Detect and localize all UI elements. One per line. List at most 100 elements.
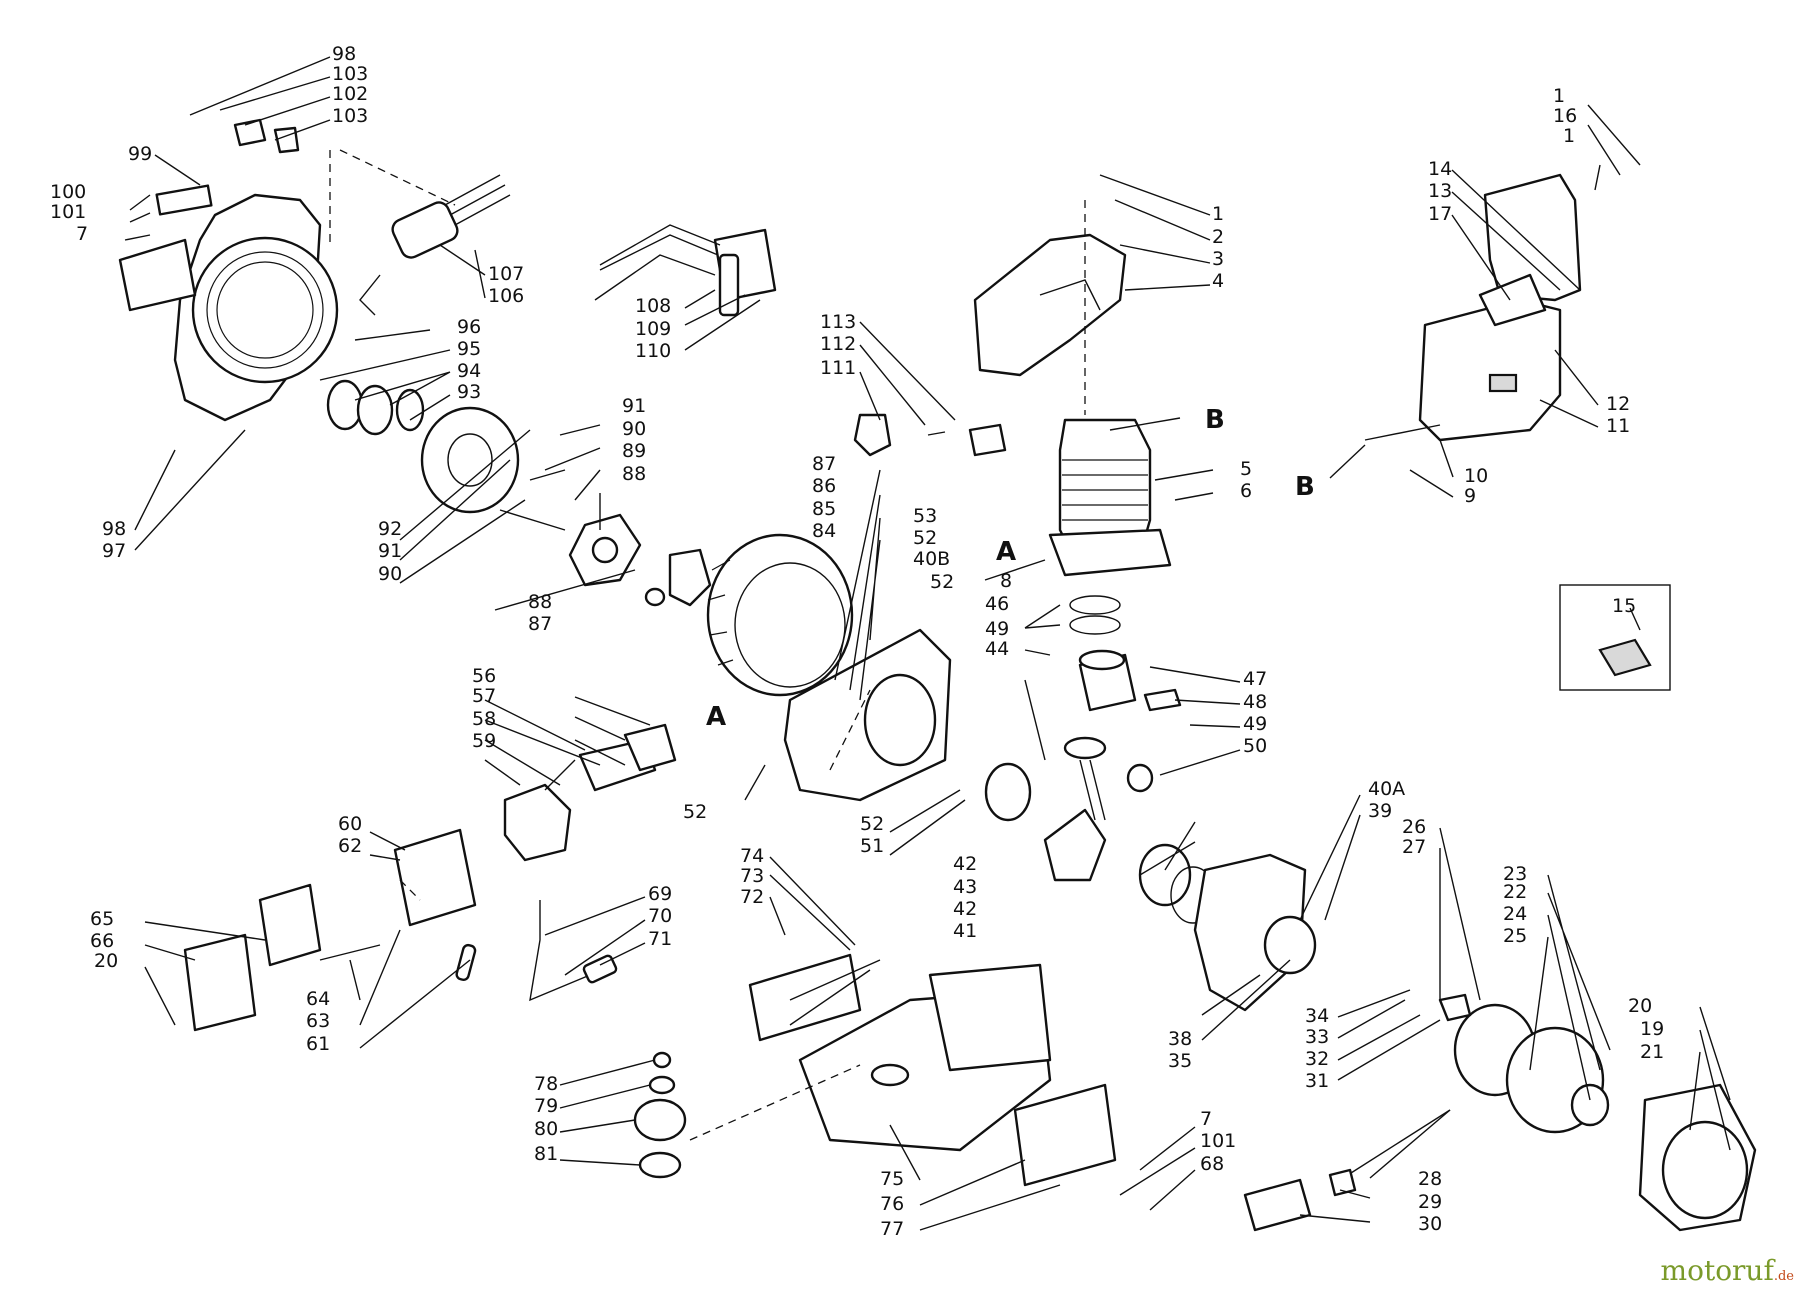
callout-112: 112: [820, 333, 856, 355]
callout-69: 69: [648, 883, 672, 905]
callout-100: 100: [50, 181, 86, 203]
callout-84: 84: [812, 520, 836, 542]
callout-2: 2: [1212, 226, 1224, 248]
carburetor: [503, 723, 677, 862]
callout-106: 106: [488, 285, 524, 307]
callout-34: 34: [1305, 1005, 1329, 1027]
callout-3: 3: [1212, 248, 1224, 270]
fan-housing: [118, 184, 339, 422]
callout-39: 39: [1368, 800, 1392, 822]
part-15-inset: [1559, 584, 1671, 691]
callout-42: 42: [953, 853, 977, 875]
callout-101: 101: [1200, 1130, 1236, 1152]
callout-6: 6: [1240, 480, 1252, 502]
cylinder-shroud: [973, 233, 1127, 377]
cylinder: [1048, 418, 1172, 577]
callout-79: 79: [534, 1095, 558, 1117]
crankshaft: [984, 736, 1216, 924]
callout-28: 28: [1418, 1168, 1442, 1190]
callout-26: 26: [1402, 816, 1426, 838]
callout-87: 87: [528, 613, 552, 635]
callout-81: 81: [534, 1143, 558, 1165]
callout-56: 56: [472, 665, 496, 687]
callout-25: 25: [1503, 925, 1527, 947]
callout-1: 1: [1553, 85, 1565, 107]
callout-53: 53: [913, 505, 937, 527]
callout-47: 47: [1243, 668, 1267, 690]
callout-14: 14: [1428, 158, 1452, 180]
callout-12: 12: [1606, 393, 1630, 415]
callout-27: 27: [1402, 836, 1426, 858]
callout-32: 32: [1305, 1048, 1329, 1070]
callout-108: 108: [635, 295, 671, 317]
callout-66: 66: [90, 930, 114, 952]
leader-lines: [124, 56, 1731, 1231]
callout-62: 62: [338, 835, 362, 857]
callout-labels: 9810310210399100101710710696959493989791…: [50, 43, 1664, 1240]
callout-4: 4: [1212, 270, 1224, 292]
callout-52: 52: [860, 813, 884, 835]
callout-109: 109: [635, 318, 671, 340]
callout-88: 88: [622, 463, 646, 485]
callout-16: 16: [1553, 105, 1577, 127]
callout-7: 7: [76, 223, 88, 245]
callout-24: 24: [1503, 903, 1527, 925]
fuel-cap-parts: [633, 1051, 687, 1179]
callout-73: 73: [740, 865, 764, 887]
callout-19: 19: [1640, 1018, 1664, 1040]
callout-71: 71: [648, 928, 672, 950]
piston-and-rings: [1069, 595, 1182, 793]
callout-30: 30: [1418, 1213, 1442, 1235]
callout-11: 11: [1606, 415, 1630, 437]
callout-95: 95: [457, 338, 481, 360]
callout-49: 49: [985, 618, 1009, 640]
callout-1: 1: [1563, 125, 1575, 147]
fuel-line: [529, 900, 618, 1002]
callout-51: 51: [860, 835, 884, 857]
watermark-tld: .de: [1773, 1269, 1794, 1284]
callout-52: 52: [930, 571, 954, 593]
callout-41: 41: [953, 920, 977, 942]
callout-63: 63: [306, 1010, 330, 1032]
callout-21: 21: [1640, 1041, 1664, 1063]
callout-42: 42: [953, 898, 977, 920]
callout-74: 74: [740, 845, 764, 867]
callout-85: 85: [812, 498, 836, 520]
callout-94: 94: [457, 360, 481, 382]
brackets-top: [233, 118, 300, 154]
section-marker-A: A: [996, 537, 1016, 567]
callout-15: 15: [1612, 595, 1636, 617]
callout-89: 89: [622, 440, 646, 462]
callout-43: 43: [953, 876, 977, 898]
callout-60: 60: [338, 813, 362, 835]
callout-49: 49: [1243, 713, 1267, 735]
callout-31: 31: [1305, 1070, 1329, 1092]
callout-80: 80: [534, 1118, 558, 1140]
callout-33: 33: [1305, 1026, 1329, 1048]
assembly-dash-lines: [329, 149, 1086, 1141]
callout-88: 88: [528, 591, 552, 613]
bearings-and-drum: [326, 379, 520, 514]
callout-90: 90: [622, 418, 646, 440]
callout-64: 64: [306, 988, 330, 1010]
callout-103: 103: [332, 63, 368, 85]
callout-91: 91: [622, 395, 646, 417]
callout-1: 1: [1212, 203, 1224, 225]
callout-61: 61: [306, 1033, 330, 1055]
callout-29: 29: [1418, 1191, 1442, 1213]
callout-93: 93: [457, 381, 481, 403]
section-marker-A: A: [706, 702, 726, 732]
air-filter: [183, 828, 477, 1032]
callout-110: 110: [635, 340, 671, 362]
callout-48: 48: [1243, 691, 1267, 713]
callout-92: 92: [378, 518, 402, 540]
callout-8: 8: [1000, 570, 1012, 592]
callout-46: 46: [985, 593, 1009, 615]
callout-44: 44: [985, 638, 1009, 660]
watermark: motoruf.de: [1661, 1254, 1794, 1287]
callout-38: 38: [1168, 1028, 1192, 1050]
callout-13: 13: [1428, 180, 1452, 202]
callout-7: 7: [1200, 1108, 1212, 1130]
